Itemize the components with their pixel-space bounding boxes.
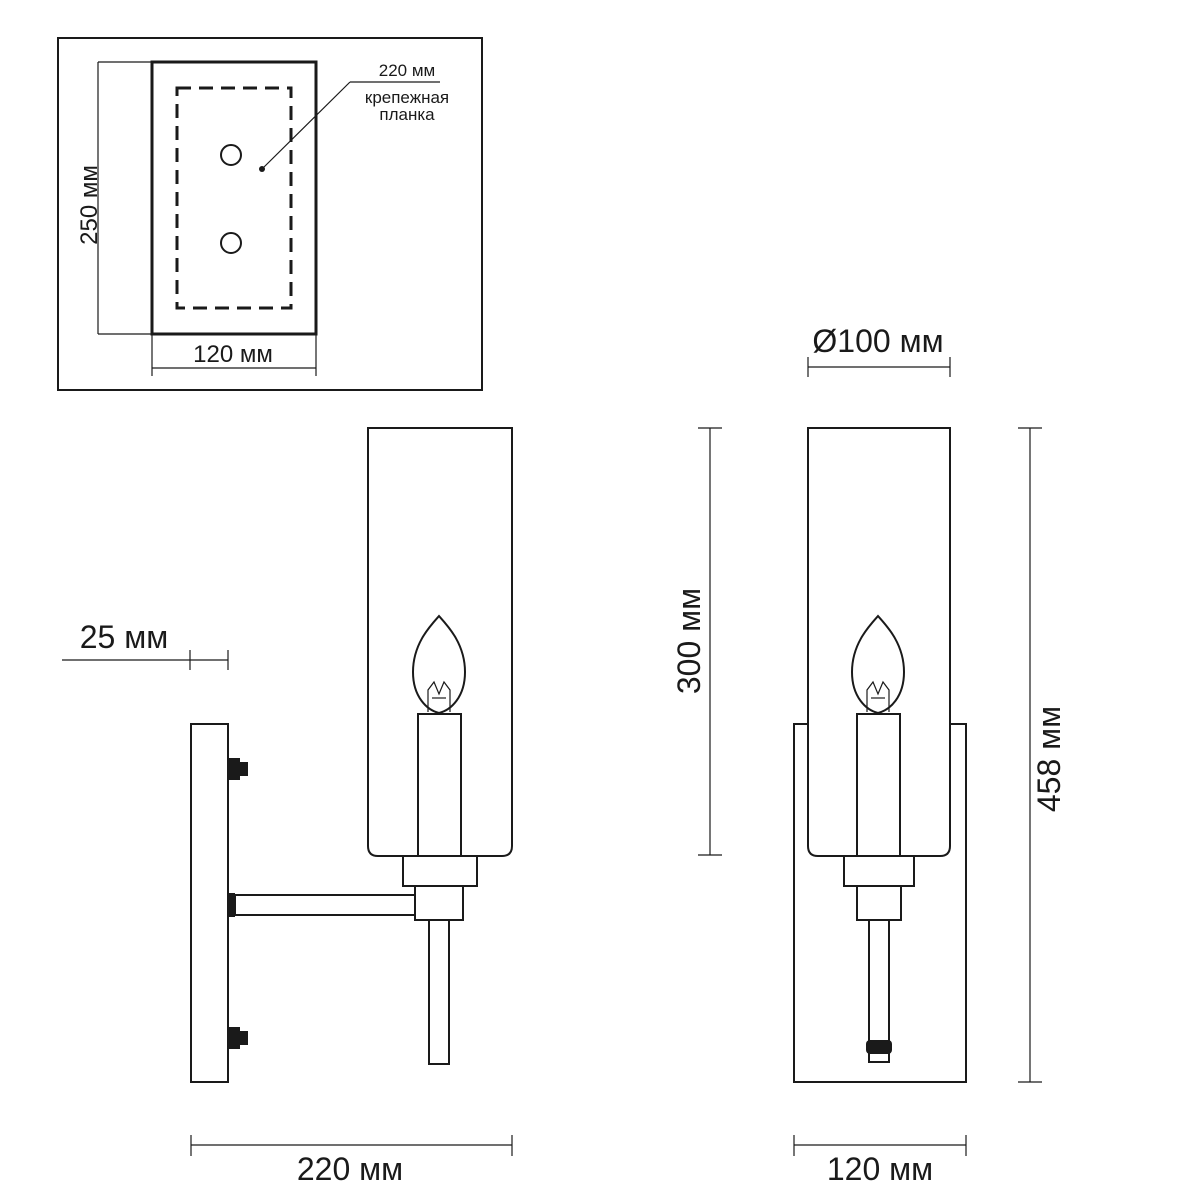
base-width-label: 120 мм [827,1151,933,1187]
bracket-leader-line [261,81,351,170]
front-cup-lower [856,885,902,921]
front-screw [866,1040,892,1054]
side-view: 25 мм 220 мм [62,427,513,1187]
mounting-hole-bottom [220,232,242,254]
bracket-label-line1: крепежная [365,88,449,107]
inset-frame [57,37,483,391]
mounting-bracket-dashed [175,86,293,310]
total-height-label: 458 мм [1031,706,1067,812]
depth-label: 220 мм [297,1151,403,1187]
shade-height-label: 300 мм [671,588,707,694]
side-candle-sleeve [417,713,462,857]
bracket-size-label: 220 мм [379,61,435,80]
wall-offset-label: 25 мм [80,619,168,655]
bracket-label-line2: планка [379,105,435,124]
front-bulb-filament [866,680,890,712]
side-stem [428,919,450,1065]
mounting-hole-top [220,144,242,166]
front-bulb-icon [850,614,906,715]
side-bulb-icon [411,614,467,715]
front-cup-upper [843,855,915,887]
side-screw-bottom-head [240,1031,248,1045]
front-view: Ø100 мм 300 мм 458 мм 12 [671,323,1067,1187]
shade-diameter-label: Ø100 мм [812,323,943,359]
side-arm-collar [228,893,235,917]
side-bulb-filament [427,680,451,712]
side-cup-upper [402,855,478,887]
side-backplate [190,723,229,1083]
front-candle-sleeve [856,713,901,857]
side-screw-bottom [228,1027,240,1049]
side-arm [234,894,416,916]
mounting-plate-outline [150,60,318,336]
plate-height-label: 250 мм [76,165,103,245]
side-screw-top [228,758,240,780]
plate-width-label: 120 мм [193,341,273,368]
mounting-plate-inset: 220 мм крепежная планка 250 мм 120 мм [57,37,483,391]
side-screw-top-head [240,762,248,776]
side-cup-lower [414,885,464,921]
